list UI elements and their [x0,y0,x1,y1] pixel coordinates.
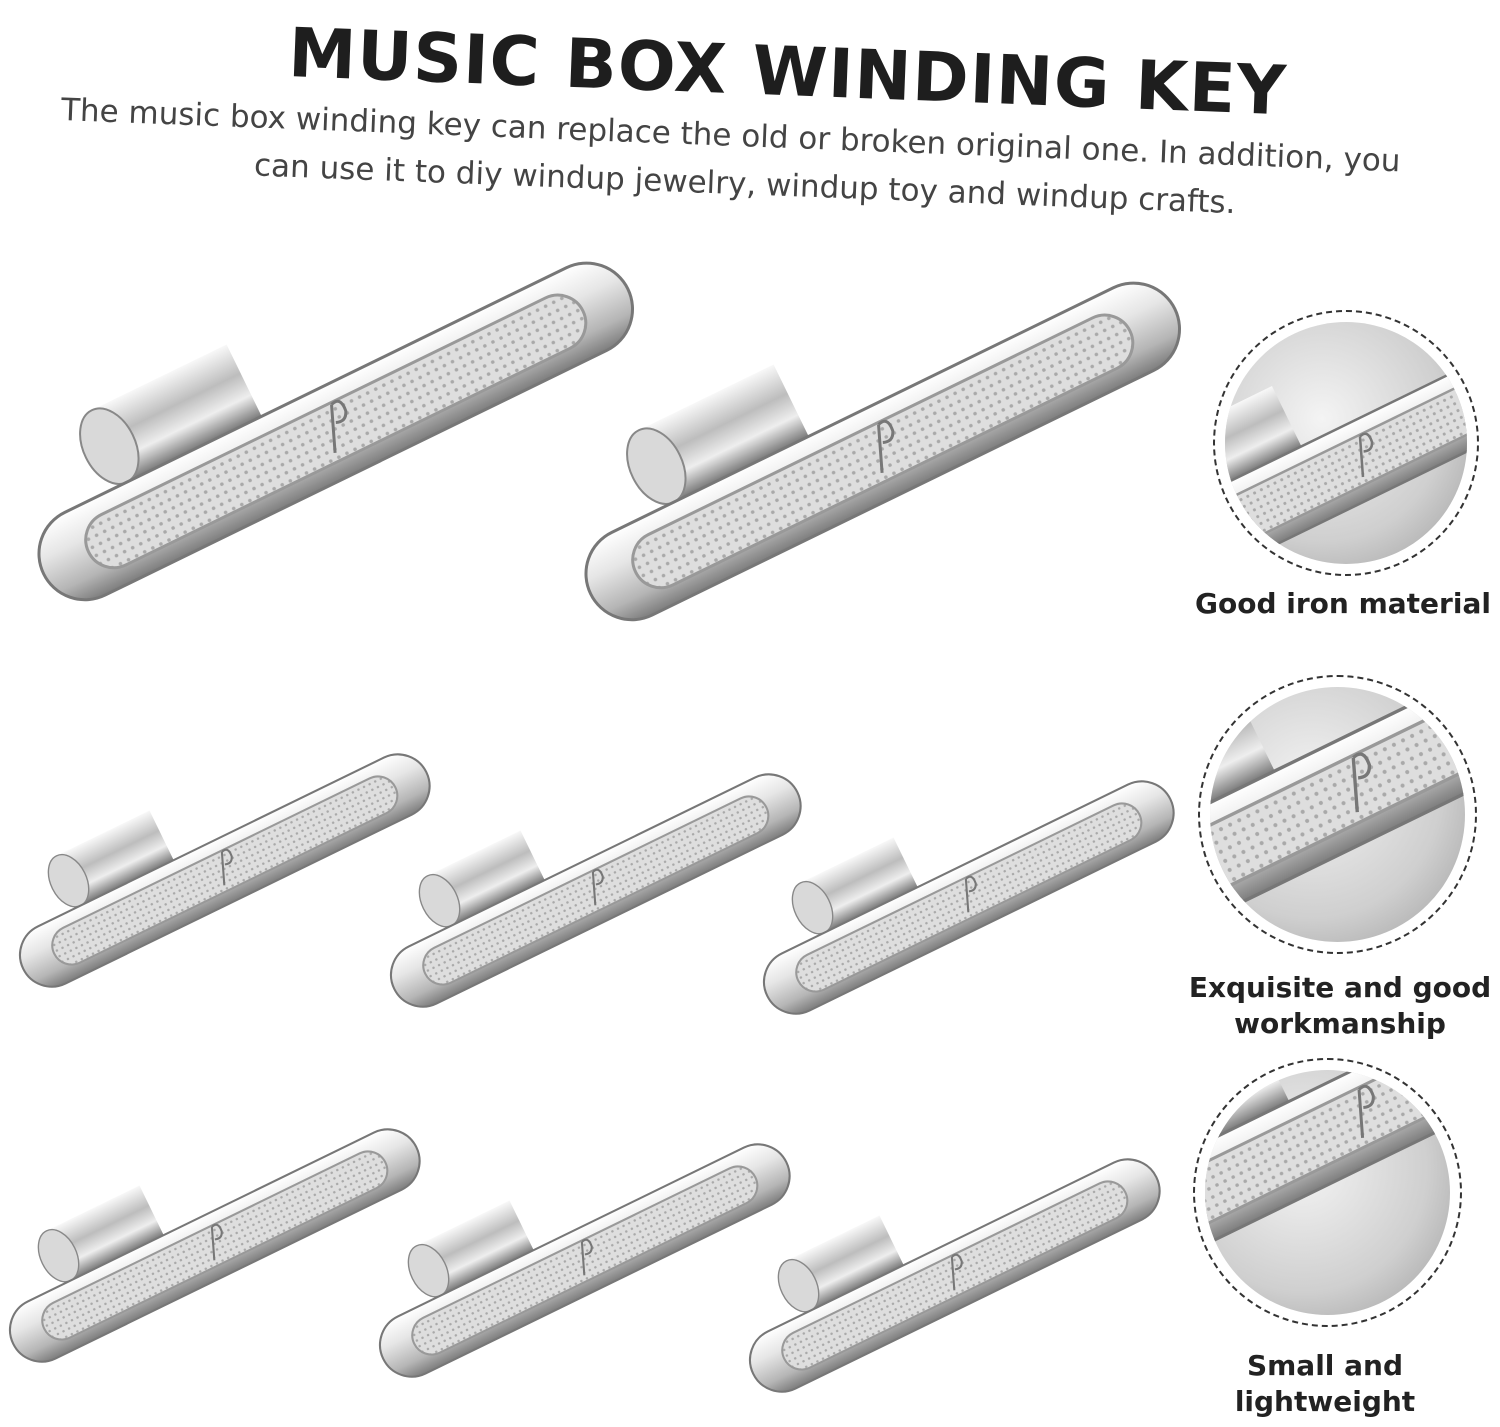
winding-key-small-4 [2,1110,430,1386]
detail-circle-material [1213,310,1479,576]
winding-key-small-5 [372,1125,800,1401]
winding-key-small-2 [383,755,811,1031]
winding-key-small-6 [742,1140,1170,1416]
feature-label-lightweight: Small and lightweight [1234,1349,1416,1418]
feature-label-workmanship: Exquisite and good workmanship [1188,971,1492,1040]
winding-key-small-3 [756,762,1184,1038]
winding-key-small-1 [12,735,440,1011]
winding-key-large-2 [572,255,1197,655]
detail-circle-workmanship [1198,675,1477,954]
detail-circle-lightweight [1193,1058,1462,1327]
feature-label-material: Good iron material [1195,587,1491,620]
winding-key-large-1 [25,235,650,635]
